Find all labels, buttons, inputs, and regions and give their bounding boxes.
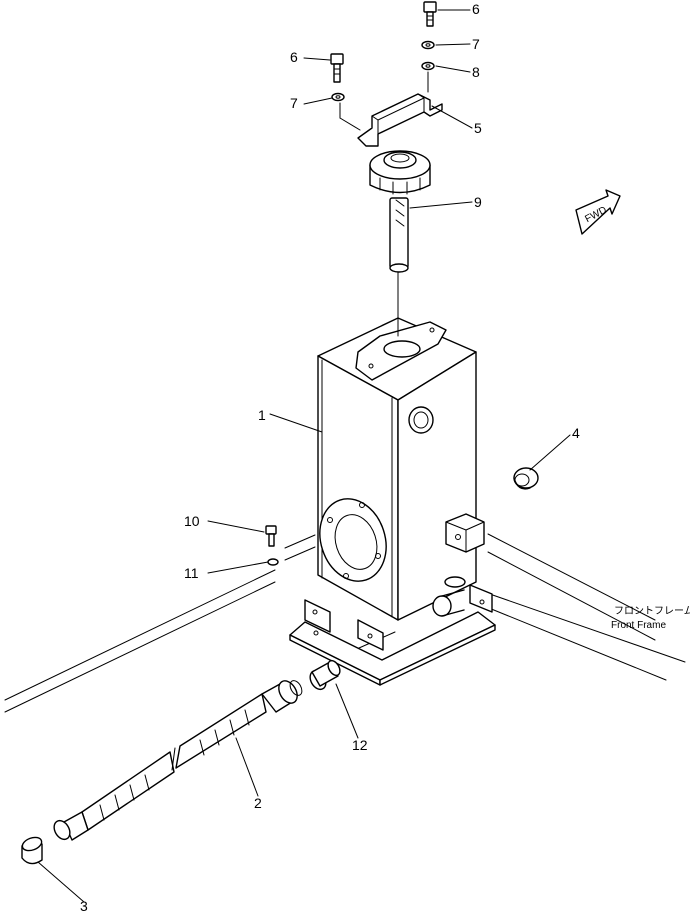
callout-11: 11 [184,565,199,581]
lock-washer-right [421,40,435,50]
callout-3: 3 [80,898,88,911]
hydraulic-tank [317,317,485,621]
callout-10: 10 [184,513,200,529]
callouts: 1 2 3 4 5 6 6 7 7 8 9 10 11 12 [80,1,580,911]
bracket [339,71,443,147]
callout-2: 2 [254,795,262,811]
lock-washer-left [331,92,345,102]
callout-8: 8 [472,64,480,80]
callout-6-left: 6 [290,49,298,65]
callout-7-left: 7 [290,95,298,111]
callout-1: 1 [258,407,266,423]
washer-lower [267,558,279,566]
bolt-top-left [330,53,344,83]
callout-7-right: 7 [472,36,480,52]
plug [513,467,539,490]
callout-12: 12 [352,737,368,753]
front-frame-label: フロントフレーム Front Frame [611,605,690,631]
cap [21,836,43,865]
plain-washer-right [421,61,435,71]
bolt-lower [265,525,277,547]
leader-lines [37,9,571,903]
filler-cap-strainer [369,150,431,273]
callout-6-right: 6 [472,1,480,17]
callout-5: 5 [474,120,482,136]
front-frame-lines [4,533,686,713]
front-frame-label-jp: フロントフレーム [614,605,690,617]
callout-4: 4 [572,425,580,441]
hose [53,680,303,841]
fwd-arrow: FWD [575,189,621,235]
front-frame-label-en: Front Frame [611,620,666,631]
base-plate [289,584,496,686]
callout-9: 9 [474,194,482,210]
adapter [309,659,341,691]
bolt-top-right [423,1,437,27]
